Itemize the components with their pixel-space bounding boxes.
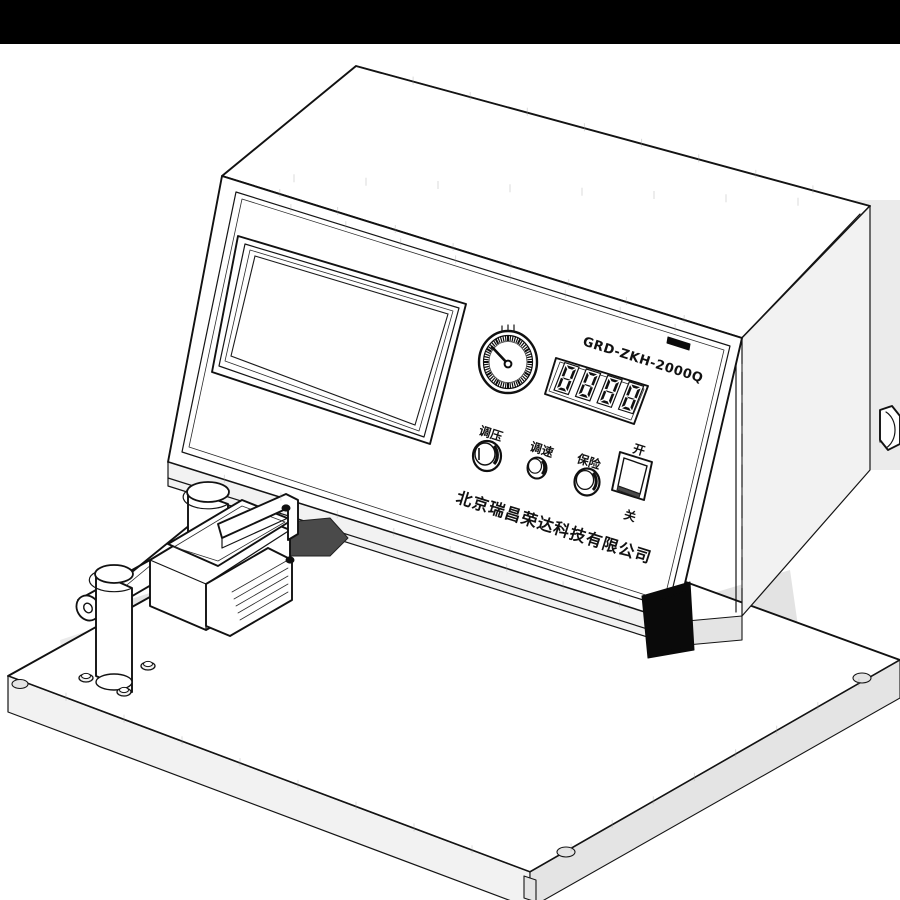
segment-d <box>600 400 610 405</box>
segment-g <box>562 377 571 381</box>
letterbox-top <box>0 0 900 44</box>
panel-screws <box>281 504 295 564</box>
knob-fuse[interactable]: 保险 <box>573 450 603 497</box>
segment-e <box>578 384 585 395</box>
segment-d <box>622 406 631 411</box>
knob-pressure-label: 调压 <box>477 424 504 445</box>
segment-b <box>634 388 641 399</box>
segment-b <box>569 369 577 380</box>
knob-speed-label: 调速 <box>528 439 555 461</box>
vertical-post-left <box>88 564 134 693</box>
segment-a <box>588 371 598 377</box>
segment-b <box>612 382 620 393</box>
segment-c <box>630 399 636 411</box>
segment-f <box>604 378 611 390</box>
segment-e <box>621 396 628 408</box>
segment-f <box>583 372 589 383</box>
digit-0 <box>553 361 580 396</box>
seven-segment-readout <box>544 357 649 425</box>
side-adjust-knob[interactable] <box>879 405 900 451</box>
digit-2 <box>596 374 623 409</box>
mounting-bolts <box>78 660 156 697</box>
analog-pressure-gauge[interactable] <box>477 324 539 395</box>
power-switch-off-label: 关 <box>622 507 638 525</box>
segment-c <box>587 386 593 398</box>
segment-g <box>605 389 614 394</box>
specimen-clamp-assembly[interactable] <box>72 481 349 697</box>
base-feet <box>11 672 872 900</box>
segment-a <box>631 384 641 389</box>
digit-3 <box>617 381 645 415</box>
slide-rail <box>205 547 293 637</box>
segment-c <box>608 393 615 404</box>
segment-f <box>561 365 568 377</box>
digit-group <box>553 361 645 415</box>
segment-d <box>557 387 567 392</box>
segment-g <box>583 383 593 387</box>
crossbar-bracket <box>217 493 299 549</box>
segment-c <box>565 380 572 392</box>
segment-e <box>556 377 564 388</box>
knob-fuse-label: 保险 <box>574 450 603 472</box>
segment-e <box>599 390 607 401</box>
digit-1 <box>574 368 602 402</box>
segment-a <box>609 378 619 383</box>
segment-a <box>566 365 576 370</box>
segment-b <box>591 375 598 386</box>
display-screen[interactable] <box>211 235 467 445</box>
power-rocker-switch[interactable]: 开 关 <box>611 442 653 525</box>
knob-speed[interactable]: 调速 <box>526 439 556 480</box>
segment-f <box>626 385 632 396</box>
gauge-tick-ring <box>483 335 533 389</box>
segment-g <box>626 396 636 400</box>
power-switch-on-label: 开 <box>631 442 647 459</box>
segment-d <box>579 393 588 399</box>
knob-pressure[interactable]: 调压 <box>471 424 504 473</box>
construction-ticks <box>65 76 860 854</box>
